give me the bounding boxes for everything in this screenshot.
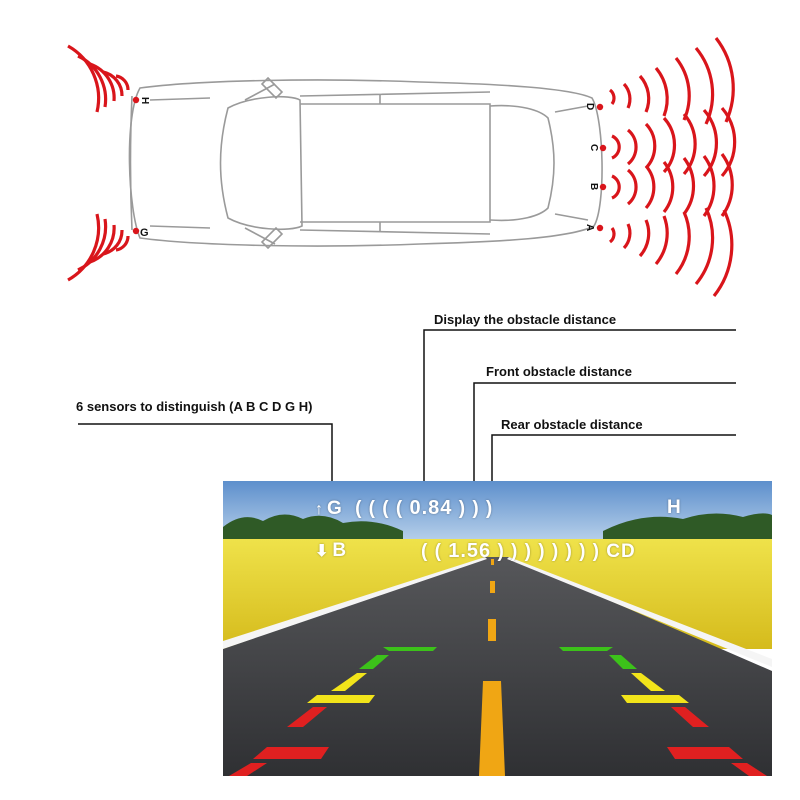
hud-bottom-value: 1.56 xyxy=(448,540,492,562)
sensor-label-d: D xyxy=(584,103,595,110)
callout-rear-distance: Rear obstacle distance xyxy=(501,417,643,432)
hud-bottom-sensor-left-wrap: ⬇B xyxy=(315,540,347,562)
hud-bottom-row: ( ( 1.56 ) ) ) ) ) ) ) ) CD xyxy=(421,540,636,563)
sensor-dot-c xyxy=(599,144,607,152)
arrow-down-icon: ⬇ xyxy=(315,543,330,560)
center-line xyxy=(479,559,505,776)
hud-bottom-sensor-right: CD xyxy=(606,541,636,562)
wave-front-a xyxy=(608,207,734,297)
callout-line-display xyxy=(423,329,736,488)
car-sensor-diagram: H G D C B A xyxy=(67,37,737,297)
hud-top-row: ↑G ( ( ( ( 0.84 ) ) ) xyxy=(315,497,493,520)
sensor-label-a: A xyxy=(584,224,595,231)
hud-bottom-bars-left: ( ( xyxy=(421,541,442,562)
arrow-up-icon: ↑ xyxy=(315,501,324,518)
parking-guide-right xyxy=(559,647,767,776)
sensor-dot-d xyxy=(596,103,604,111)
sensor-dot-a xyxy=(596,224,604,232)
camera-scene xyxy=(223,481,772,776)
sensor-label-b: B xyxy=(588,183,599,190)
hud-top-value: 0.84 xyxy=(409,497,453,519)
tree-line xyxy=(223,513,772,543)
road xyxy=(223,557,772,776)
hud-top-sensor-right: H xyxy=(667,497,682,518)
sensor-dot-b xyxy=(599,183,607,191)
callout-front-distance: Front obstacle distance xyxy=(486,364,632,379)
callout-line-sensors xyxy=(78,423,333,488)
road-edge-right xyxy=(507,557,772,667)
sensor-dot-g xyxy=(132,227,140,235)
hud-top-sensor-left: G xyxy=(327,498,343,519)
wave-rear-bottom xyxy=(67,213,130,282)
hud-bottom-sensor-left: B xyxy=(332,540,348,561)
sensor-label-c: C xyxy=(588,144,599,151)
car-outline xyxy=(128,76,603,250)
road-edge-left xyxy=(223,557,487,649)
hud-top-bars-right: ) ) ) xyxy=(458,498,494,519)
wave-rear-top xyxy=(67,44,130,113)
hud-bottom-bars-right: ) ) ) ) ) ) ) ) xyxy=(497,541,601,562)
callout-line-front xyxy=(473,382,736,488)
hud-top-bars-left: ( ( ( ( xyxy=(355,498,404,519)
rear-camera-view: ↑G ( ( ( ( 0.84 ) ) ) H ⬇B ( ( 1.56 ) ) … xyxy=(223,481,772,776)
sensor-label-g: G xyxy=(140,227,149,239)
callout-six-sensors: 6 sensors to distinguish (A B C D G H) xyxy=(76,399,313,414)
parking-guide-left xyxy=(229,647,437,776)
wave-front-c xyxy=(611,106,737,178)
wave-front-d xyxy=(608,37,735,125)
callout-display-distance: Display the obstacle distance xyxy=(434,312,617,327)
sensor-label-h: H xyxy=(139,97,150,104)
sensor-dot-h xyxy=(132,96,140,104)
